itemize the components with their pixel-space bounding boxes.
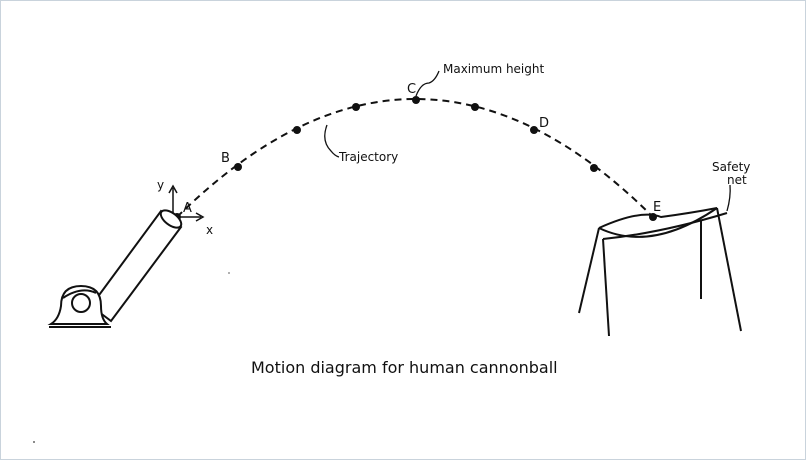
point-label-c: C	[407, 82, 416, 97]
safety-net-label-line2: net	[727, 173, 747, 187]
dot-3	[293, 126, 301, 134]
cannon-icon	[47, 209, 183, 328]
dot-4	[352, 103, 360, 111]
dot-c	[412, 96, 420, 104]
safety-net-icon	[578, 207, 742, 337]
point-label-a: A	[183, 201, 192, 216]
trajectory-path	[176, 98, 654, 218]
safety-net-leader	[726, 184, 731, 212]
axis-x-label: x	[206, 223, 213, 237]
dot-8	[590, 164, 598, 172]
dot-2	[234, 163, 242, 171]
trajectory-leader	[324, 124, 340, 158]
axis-y-label: y	[157, 178, 164, 192]
dot-7	[530, 126, 538, 134]
stray-dot	[33, 441, 35, 443]
dot-6	[471, 103, 479, 111]
point-label-b: B	[221, 151, 230, 166]
point-label-e: E	[653, 200, 661, 215]
diagram-caption: Motion diagram for human cannonball	[251, 358, 558, 377]
trajectory-label: Trajectory	[338, 150, 398, 164]
point-label-d: D	[539, 116, 549, 131]
max-height-leader	[415, 70, 440, 97]
stray-dot	[228, 272, 230, 274]
safety-net-label-line1: Safety	[712, 160, 750, 174]
max-height-label: Maximum height	[443, 62, 544, 76]
